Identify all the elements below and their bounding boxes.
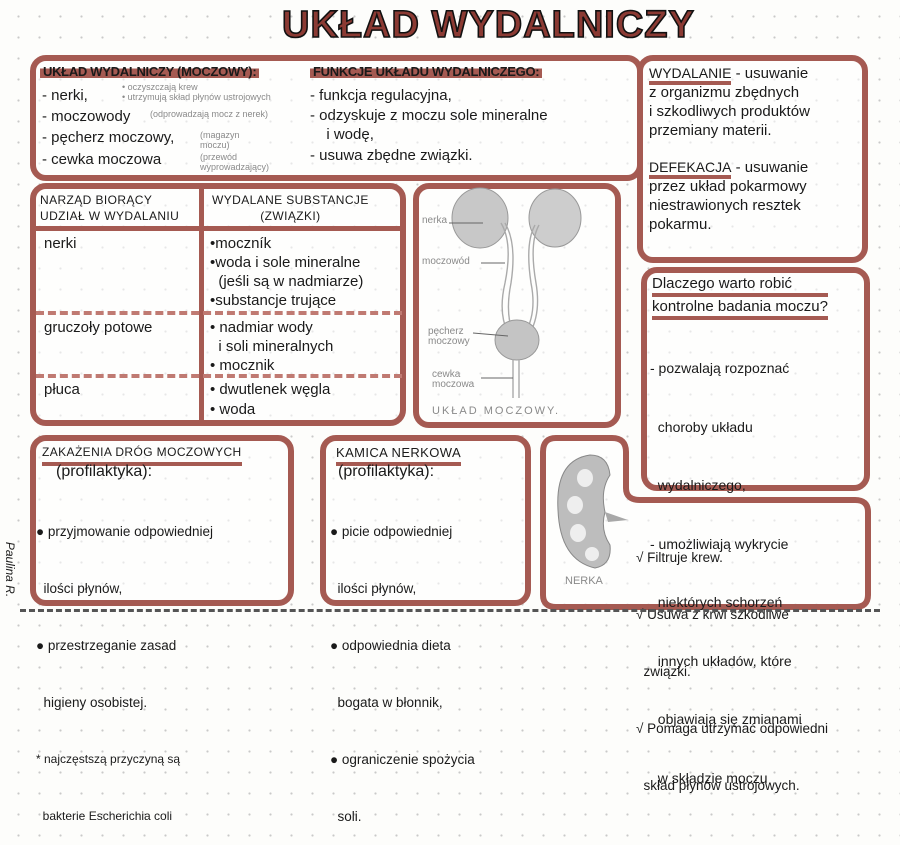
organ-item: - moczowody xyxy=(42,108,131,125)
definition-text: z organizmu zbędnych xyxy=(649,84,800,101)
substance: •substancje trujące xyxy=(210,292,337,309)
question-line: kontrolne badania moczu? xyxy=(652,297,828,320)
list-item: ● przyjmowanie odpowiedniej xyxy=(36,524,213,539)
ureters xyxy=(500,222,540,334)
list-item: niektórych schorzeń xyxy=(650,594,783,610)
table-header-organ: NARZĄD BIORĄCY UDZIAŁ W WYDALANIU xyxy=(40,193,180,223)
kidney-drawing xyxy=(557,454,628,569)
definition-text: - usuwanie xyxy=(735,65,809,82)
page-title: UKŁAD WYDALNICZY xyxy=(281,3,695,47)
list-item: ilości płynów, xyxy=(36,581,123,596)
table-row-organ: płuca xyxy=(44,381,80,398)
bladder xyxy=(494,319,540,361)
definition-text: pokarmu. xyxy=(649,216,712,233)
organ-item: - nerki, xyxy=(42,87,88,104)
organs-heading: UKŁAD WYDALNICZY (MOCZOWY): xyxy=(40,62,260,81)
term-defekacja: DEFEKACJA xyxy=(649,159,732,179)
definitions-content: WYDALANIE - usuwanie z organizmu zbędnyc… xyxy=(649,64,861,234)
substance: • woda xyxy=(210,401,256,418)
substance: •woda i sole mineralne xyxy=(210,254,361,271)
list-item: ● picie odpowiedniej xyxy=(330,524,453,539)
table-row-organ: nerki xyxy=(44,235,77,252)
definition-text: przez układ pokarmowy xyxy=(649,178,807,195)
excretion-table xyxy=(30,183,406,426)
infections-heading: ZAKAŻENIA DRÓG MOCZOWYCH xyxy=(42,443,242,466)
list-item: wydalniczego, xyxy=(650,477,746,493)
list-item: skład płynów ustrojowych. xyxy=(636,778,800,793)
organ-note: (przewód wyprowadzający) xyxy=(200,152,270,172)
substance: (jeśli są w nadmiarze) xyxy=(210,273,364,290)
list-item: ● odpowiednia dieta xyxy=(330,638,451,653)
kidney-stones-list: ● picie odpowiedniej ilości płynów, ● od… xyxy=(330,484,475,845)
substance: • dwutlenek węgla xyxy=(210,381,331,398)
bottom-dashed-border xyxy=(20,609,880,612)
list-item: - pozwalają rozpoznać xyxy=(650,360,790,376)
organ-item: - cewka moczowa xyxy=(42,151,162,168)
definition-text: i szkodliwych produktów xyxy=(649,103,810,120)
list-item: związki. xyxy=(636,664,691,679)
row-divider xyxy=(36,374,402,378)
function-item: i wodę, xyxy=(318,126,374,143)
list-item: √ Pomaga utrzymać odpowiedni xyxy=(636,721,829,736)
substance: i soli mineralnych xyxy=(210,338,334,355)
list-item: √ Filtruje krew. xyxy=(636,550,723,565)
kidney-functions-list: √ Filtruje krew. √ Usuwa z krwi szkodliw… xyxy=(636,510,828,814)
list-item: soli. xyxy=(330,809,362,824)
row-divider xyxy=(36,311,402,315)
substance: • mocznik xyxy=(210,357,275,374)
kidney-caption: NERKA xyxy=(565,575,603,587)
header-divider xyxy=(34,226,402,231)
infections-list: ● przyjmowanie odpowiedniej ilości płynó… xyxy=(36,484,213,845)
column-divider xyxy=(199,186,204,422)
diagram-label-ureter: moczowód xyxy=(422,256,470,267)
list-item: ilości płynów, xyxy=(330,581,417,596)
kidney-functions-frame xyxy=(540,435,871,610)
urinary-diagram-box xyxy=(413,183,621,428)
label-lines xyxy=(449,222,513,379)
function-item: - odzyskuje z moczu sole mineralne xyxy=(310,107,548,124)
organ-note: (odprowadzają mocz z nerek) xyxy=(150,109,269,119)
list-item: higieny osobistej. xyxy=(36,695,148,710)
infections-sub: (profilaktyka): xyxy=(56,463,153,480)
diagram-label-urethra: cewka moczowa xyxy=(432,369,475,390)
list-item: bogata w błonnik, xyxy=(330,695,443,710)
organ-note: • oczyszczają krew • utrzymują skład pły… xyxy=(122,82,271,102)
organ-item: - pęcherz moczowy, xyxy=(42,129,175,146)
substance: •moczník xyxy=(210,235,272,252)
right-kidney xyxy=(528,188,582,248)
list-item: choroby układu xyxy=(650,418,753,435)
organ-note: (magazyn moczu) xyxy=(200,130,240,150)
list-item: - umożliwiają wykrycie xyxy=(650,535,789,552)
list-item: √ Usuwa z krwi szkodliwe xyxy=(636,607,789,622)
list-item: ● ograniczenie spożycia xyxy=(330,752,475,767)
list-item: ● przestrzeganie zasad xyxy=(36,638,177,653)
kidney-stones-heading: KAMICA NERKOWA xyxy=(336,443,462,466)
functions-heading: FUNKCJE UKŁADU WYDALNICZEGO: xyxy=(310,62,543,81)
diagram-label-bladder: pęcherz moczowy xyxy=(428,326,470,347)
question-line: Dlaczego warto robić xyxy=(652,274,828,297)
function-item: - usuwa zbędne związki. xyxy=(310,147,473,164)
list-item: * najczęstszą przyczyną są xyxy=(36,752,181,766)
diagram-caption: UKŁAD MOCZOWY. xyxy=(432,405,561,417)
table-row-organ: gruczoły potowe xyxy=(44,319,153,336)
left-kidney xyxy=(451,187,509,249)
definition-text: przemiany materii. xyxy=(649,122,772,139)
table-header-substances: WYDALANE SUBSTANCJE (ZWIĄZKI) xyxy=(212,193,369,223)
substance: • nadmiar wody xyxy=(210,319,313,336)
checkups-box xyxy=(641,267,870,491)
diagram-label-kidney: nerka xyxy=(422,215,448,226)
checkups-question: Dlaczego warto robić kontrolne badania m… xyxy=(652,274,828,320)
term-wydalanie: WYDALANIE xyxy=(649,65,732,85)
definitions-box xyxy=(637,55,868,263)
kidney-stones-sub: (profilaktyka): xyxy=(338,463,435,480)
list-item: bakterie Escherichia coli xyxy=(36,809,173,823)
urinary-system-drawing xyxy=(449,187,582,398)
definition-text: - usuwanie xyxy=(735,159,809,176)
definition-text: niestrawionych resztek xyxy=(649,197,801,214)
function-item: - funkcja regulacyjna, xyxy=(310,87,452,104)
